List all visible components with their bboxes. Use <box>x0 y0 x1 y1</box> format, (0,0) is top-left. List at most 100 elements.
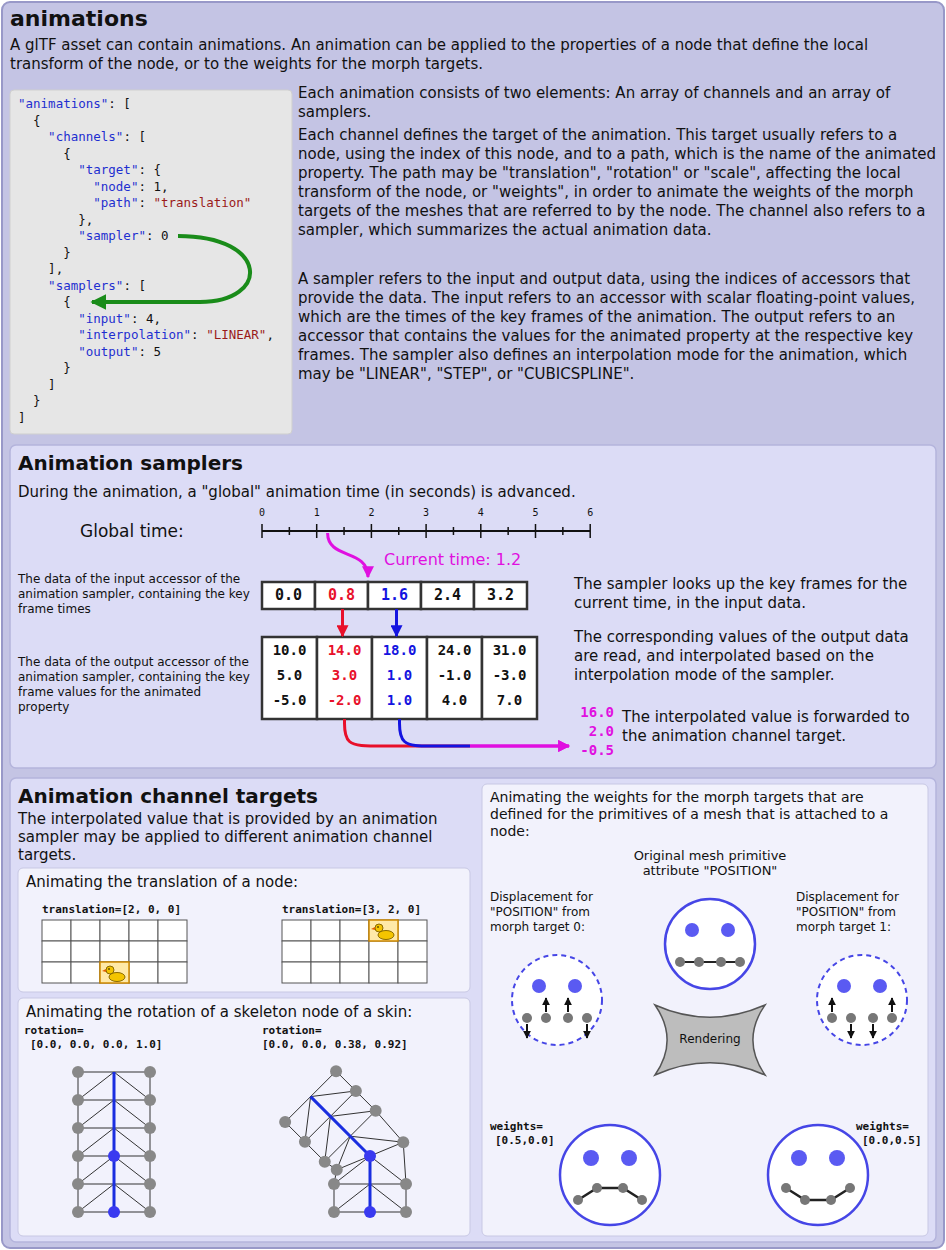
vertex-dot <box>618 1183 628 1193</box>
code-token: : 0 <box>146 228 169 243</box>
rotation-panel-outline <box>18 998 470 1236</box>
skin-mesh <box>350 1136 403 1142</box>
code-token <box>18 195 93 210</box>
skin-mesh <box>78 1100 114 1128</box>
skin-mesh <box>72 1094 84 1106</box>
code-line: "interpolation": "LINEAR", <box>18 327 290 343</box>
skin-mesh <box>279 1065 412 1218</box>
output-column-outline <box>482 637 537 719</box>
time-tick <box>289 527 291 535</box>
code-token: ] <box>18 410 26 425</box>
skin-mesh <box>114 1184 150 1212</box>
skin-mesh <box>299 1136 311 1148</box>
rendered-face <box>621 1150 637 1166</box>
vertex-dot <box>573 1195 583 1205</box>
input-cell: 1.6 <box>368 582 421 609</box>
code-line: } <box>18 393 290 409</box>
code-token <box>18 129 48 144</box>
key-value: -1.0 <box>427 667 482 685</box>
morph-target-0-face <box>532 979 546 993</box>
vertex-dot <box>716 957 726 967</box>
grid-cell <box>100 920 129 941</box>
code-token: "LINEAR" <box>206 327 266 342</box>
skin-mesh <box>330 1065 342 1077</box>
morph-target-0-face <box>545 998 547 1012</box>
vertex-dot <box>845 1183 855 1193</box>
code-line: "animations": [ <box>18 96 290 112</box>
output-column-outline <box>372 637 427 719</box>
key-value: 18.0 <box>372 642 427 660</box>
interpolated-value: 16.02.0-0.5 <box>572 704 616 764</box>
output-column: 10.05.0-5.0 <box>262 637 317 719</box>
duck <box>377 926 379 928</box>
grid-cell <box>158 962 187 983</box>
code-line: ], <box>18 261 290 277</box>
time-tick <box>507 527 509 535</box>
vertex-dot <box>826 1195 836 1205</box>
code-token: ] <box>18 377 56 392</box>
connector <box>342 609 343 636</box>
rendered-face <box>578 1188 642 1200</box>
skin-mesh <box>397 1136 409 1148</box>
vertex-dot <box>637 1195 647 1205</box>
vertex-dot <box>592 1183 602 1193</box>
grid-cell <box>398 962 427 983</box>
tick-label: 0 <box>250 507 274 520</box>
skin-mesh <box>114 1100 150 1128</box>
code-line: "channels": [ <box>18 129 290 145</box>
code-line: ] <box>18 410 290 426</box>
connector-line <box>345 719 471 746</box>
grid-cell <box>340 920 369 941</box>
input-cell-outline <box>315 582 368 609</box>
skin-mesh <box>144 1122 156 1134</box>
code-token <box>18 228 78 243</box>
code-box-outline <box>10 90 292 434</box>
skeleton-joint <box>108 1150 120 1162</box>
skin-mesh <box>311 1091 356 1097</box>
connector-line <box>470 745 569 748</box>
code-token: "sampler" <box>78 228 146 243</box>
code-token: } <box>18 245 71 260</box>
code-line: { <box>18 113 290 129</box>
skin-mesh <box>305 1097 311 1142</box>
skin-mesh <box>376 1111 404 1142</box>
explanation: The corresponding values of the output d… <box>574 628 926 685</box>
code-token: } <box>18 393 41 408</box>
tick-label: 4 <box>469 507 493 520</box>
time-tick <box>398 527 400 535</box>
morph-target-0-face <box>568 979 582 993</box>
body-text: Each animation consists of two elements:… <box>298 84 936 122</box>
skin-mesh <box>350 1085 362 1097</box>
value-label: translation=[2, 0, 0] <box>42 903 242 917</box>
original-face <box>721 923 735 937</box>
grid-cell <box>398 941 427 962</box>
vertex-dot <box>887 1013 897 1023</box>
skin-mesh <box>72 1178 84 1190</box>
morph-target-1-face <box>817 955 907 1045</box>
key-time: 0.8 <box>315 586 368 605</box>
rendering-shape: Rendering <box>655 1005 765 1075</box>
vertex-dot <box>846 1013 856 1023</box>
skin-mesh <box>72 1206 84 1218</box>
vertex-dot <box>735 957 745 967</box>
grid-cell <box>129 941 158 962</box>
key-time: 1.6 <box>368 586 421 605</box>
rendering-shape-outline <box>655 1005 765 1075</box>
duck <box>369 920 398 941</box>
morph-caption: Displacement for "POSITION" from morph t… <box>796 890 926 935</box>
code-token <box>18 162 78 177</box>
grid-cell <box>71 962 100 983</box>
value-label: [0.0, 0.0, 0.38, 0.92] <box>262 1038 462 1052</box>
skin-mesh <box>144 1178 156 1190</box>
time-tick <box>589 524 591 538</box>
vertex-dot <box>694 957 704 967</box>
morph-target-1-face <box>831 998 833 1012</box>
current-time-arrow <box>328 533 368 577</box>
key-value: 7.0 <box>482 692 537 710</box>
grid-cell <box>71 920 100 941</box>
time-tick <box>425 524 427 538</box>
rendered-face <box>829 1150 845 1166</box>
code-token: : 5 <box>138 344 161 359</box>
